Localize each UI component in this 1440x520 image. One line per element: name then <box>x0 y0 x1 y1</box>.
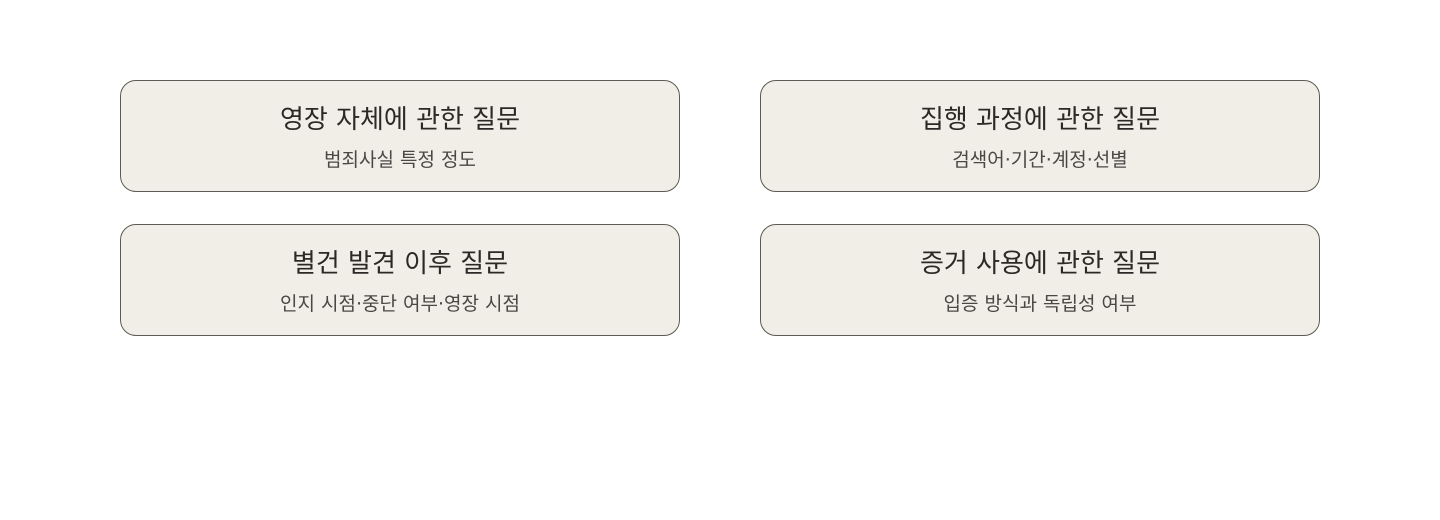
card-title: 집행 과정에 관한 질문 <box>919 105 1161 135</box>
card-subtitle: 검색어·기간·계정·선별 <box>952 149 1128 171</box>
question-card-execution: 집행 과정에 관한 질문 검색어·기간·계정·선별 <box>760 80 1320 192</box>
card-subtitle: 인지 시점·중단 여부·영장 시점 <box>280 293 520 315</box>
card-title: 별건 발견 이후 질문 <box>291 249 509 279</box>
card-title: 영장 자체에 관한 질문 <box>279 105 521 135</box>
card-title: 증거 사용에 관한 질문 <box>919 249 1161 279</box>
question-card-evidence-use: 증거 사용에 관한 질문 입증 방식과 독립성 여부 <box>760 224 1320 336</box>
card-subtitle: 범죄사실 특정 정도 <box>324 149 476 171</box>
card-subtitle: 입증 방식과 독립성 여부 <box>943 293 1137 315</box>
question-card-warrant: 영장 자체에 관한 질문 범죄사실 특정 정도 <box>120 80 680 192</box>
question-card-after-discovery: 별건 발견 이후 질문 인지 시점·중단 여부·영장 시점 <box>120 224 680 336</box>
